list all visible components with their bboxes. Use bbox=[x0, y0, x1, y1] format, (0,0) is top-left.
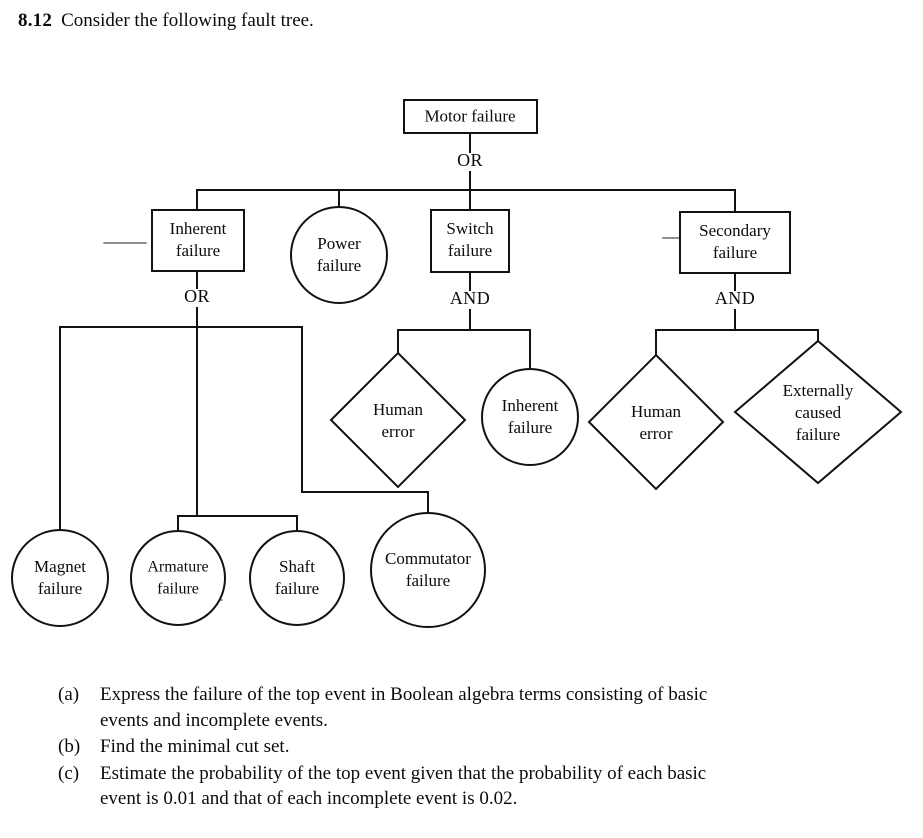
inherent-failure-box bbox=[151, 209, 245, 272]
question-b-line1: Find the minimal cut set. bbox=[100, 736, 290, 757]
motor-failure-box bbox=[403, 99, 538, 134]
node-shaft-failure: Shaft failure bbox=[249, 530, 345, 626]
gate-label-switch: AND bbox=[450, 288, 490, 308]
human-error-secondary-label-line2: error bbox=[639, 424, 672, 443]
question-c-line1: Estimate the probability of the top even… bbox=[100, 762, 707, 784]
question-a-line2: events and incomplete events. bbox=[100, 709, 328, 731]
armature-failure-circle bbox=[130, 530, 226, 626]
human-error-secondary-label-line1: Human bbox=[631, 402, 682, 421]
human-error-switch-diamond bbox=[329, 351, 467, 489]
node-human-error-secondary: Human error bbox=[587, 353, 725, 491]
externally-caused-label-line2: caused bbox=[795, 403, 842, 422]
armature-failure-label-line1: Armature bbox=[147, 559, 208, 576]
gate-label-top: OR bbox=[457, 150, 483, 170]
motor-failure-label: Motor failure bbox=[424, 106, 515, 125]
node-secondary-failure: Secondary failure bbox=[679, 211, 791, 274]
switch-failure-label-line2: failure bbox=[448, 241, 492, 260]
magnet-failure-label-line2: failure bbox=[38, 579, 82, 598]
armature-failure-label-line2: failure bbox=[157, 581, 199, 598]
inherent-failure-switch-label-line2: failure bbox=[508, 418, 552, 437]
node-externally-caused-failure: Externally caused failure bbox=[733, 339, 903, 485]
question-body-c: Estimate the probability of the top even… bbox=[100, 761, 907, 812]
question-a-line1: Express the failure of the top event in … bbox=[100, 684, 708, 705]
node-power-failure: Power failure bbox=[290, 206, 388, 304]
gate-label-inherent: OR bbox=[184, 286, 210, 306]
problem-heading: 8.12 Consider the following fault tree. bbox=[18, 8, 314, 34]
node-armature-failure: Armature failure bbox=[130, 530, 226, 626]
externally-caused-label-line3: failure bbox=[796, 425, 840, 444]
question-c-line2: event is 0.01 and that of each incomplet… bbox=[100, 788, 518, 809]
externally-caused-failure-diamond bbox=[733, 339, 903, 485]
node-motor-failure: Motor failure bbox=[403, 99, 538, 134]
inherent-failure-switch-label-line1: Inherent bbox=[502, 396, 559, 415]
externally-caused-label-line1: Externally bbox=[783, 381, 854, 400]
node-human-error-switch: Human error bbox=[329, 351, 467, 489]
shaft-failure-label-line2: failure bbox=[275, 579, 319, 598]
question-item-b: (b) Find the minimal cut set. bbox=[0, 734, 923, 760]
inherent-failure-label-line1: Inherent bbox=[170, 219, 227, 238]
inherent-failure-switch-circle bbox=[481, 368, 579, 466]
human-error-secondary-diamond bbox=[587, 353, 725, 491]
shaft-failure-circle bbox=[249, 530, 345, 626]
node-inherent-failure-switch: Inherent failure bbox=[481, 368, 579, 466]
commutator-failure-label-line2: failure bbox=[406, 571, 450, 590]
human-error-switch-label-line1: Human bbox=[373, 400, 424, 419]
magnet-failure-circle bbox=[11, 529, 109, 627]
power-failure-circle bbox=[290, 206, 388, 304]
switch-failure-box bbox=[430, 209, 510, 273]
node-commutator-failure: Commutator failure bbox=[370, 512, 486, 628]
question-marker-b: (b) bbox=[58, 736, 81, 757]
problem-number: 8.12 bbox=[18, 10, 53, 31]
problem-prompt: Consider the following fault tree. bbox=[61, 10, 314, 31]
question-marker-a: (a) bbox=[58, 684, 80, 705]
secondary-failure-label-line2: failure bbox=[713, 243, 757, 262]
question-item-c: (c) Estimate the probability of the top … bbox=[0, 761, 923, 812]
commutator-failure-circle bbox=[370, 512, 486, 628]
node-magnet-failure: Magnet failure bbox=[11, 529, 109, 627]
question-body-a: Express the failure of the top event in … bbox=[100, 682, 907, 733]
commutator-failure-label-line1: Commutator bbox=[385, 549, 471, 568]
switch-failure-label-line1: Switch bbox=[446, 219, 494, 238]
shaft-failure-label-line1: Shaft bbox=[279, 557, 315, 576]
secondary-failure-label-line1: Secondary bbox=[699, 221, 771, 240]
inherent-failure-label-line2: failure bbox=[176, 241, 220, 260]
gate-label-secondary: AND bbox=[715, 288, 755, 308]
node-switch-failure: Switch failure bbox=[430, 209, 510, 273]
secondary-failure-box bbox=[679, 211, 791, 274]
question-marker-c: (c) bbox=[58, 762, 80, 784]
question-body-b: Find the minimal cut set. bbox=[100, 734, 907, 760]
fault-tree-diagram: OR OR AND AND Motor failure Inherent fai… bbox=[11, 99, 903, 628]
power-failure-label-line2: failure bbox=[317, 256, 361, 275]
power-failure-label-line1: Power bbox=[317, 234, 361, 253]
node-inherent-failure: Inherent failure bbox=[151, 209, 245, 272]
magnet-failure-label-line1: Magnet bbox=[34, 557, 86, 576]
human-error-switch-label-line2: error bbox=[381, 422, 414, 441]
question-list: (a) Express the failure of the top event… bbox=[0, 682, 923, 813]
question-item-a: (a) Express the failure of the top event… bbox=[0, 682, 923, 733]
